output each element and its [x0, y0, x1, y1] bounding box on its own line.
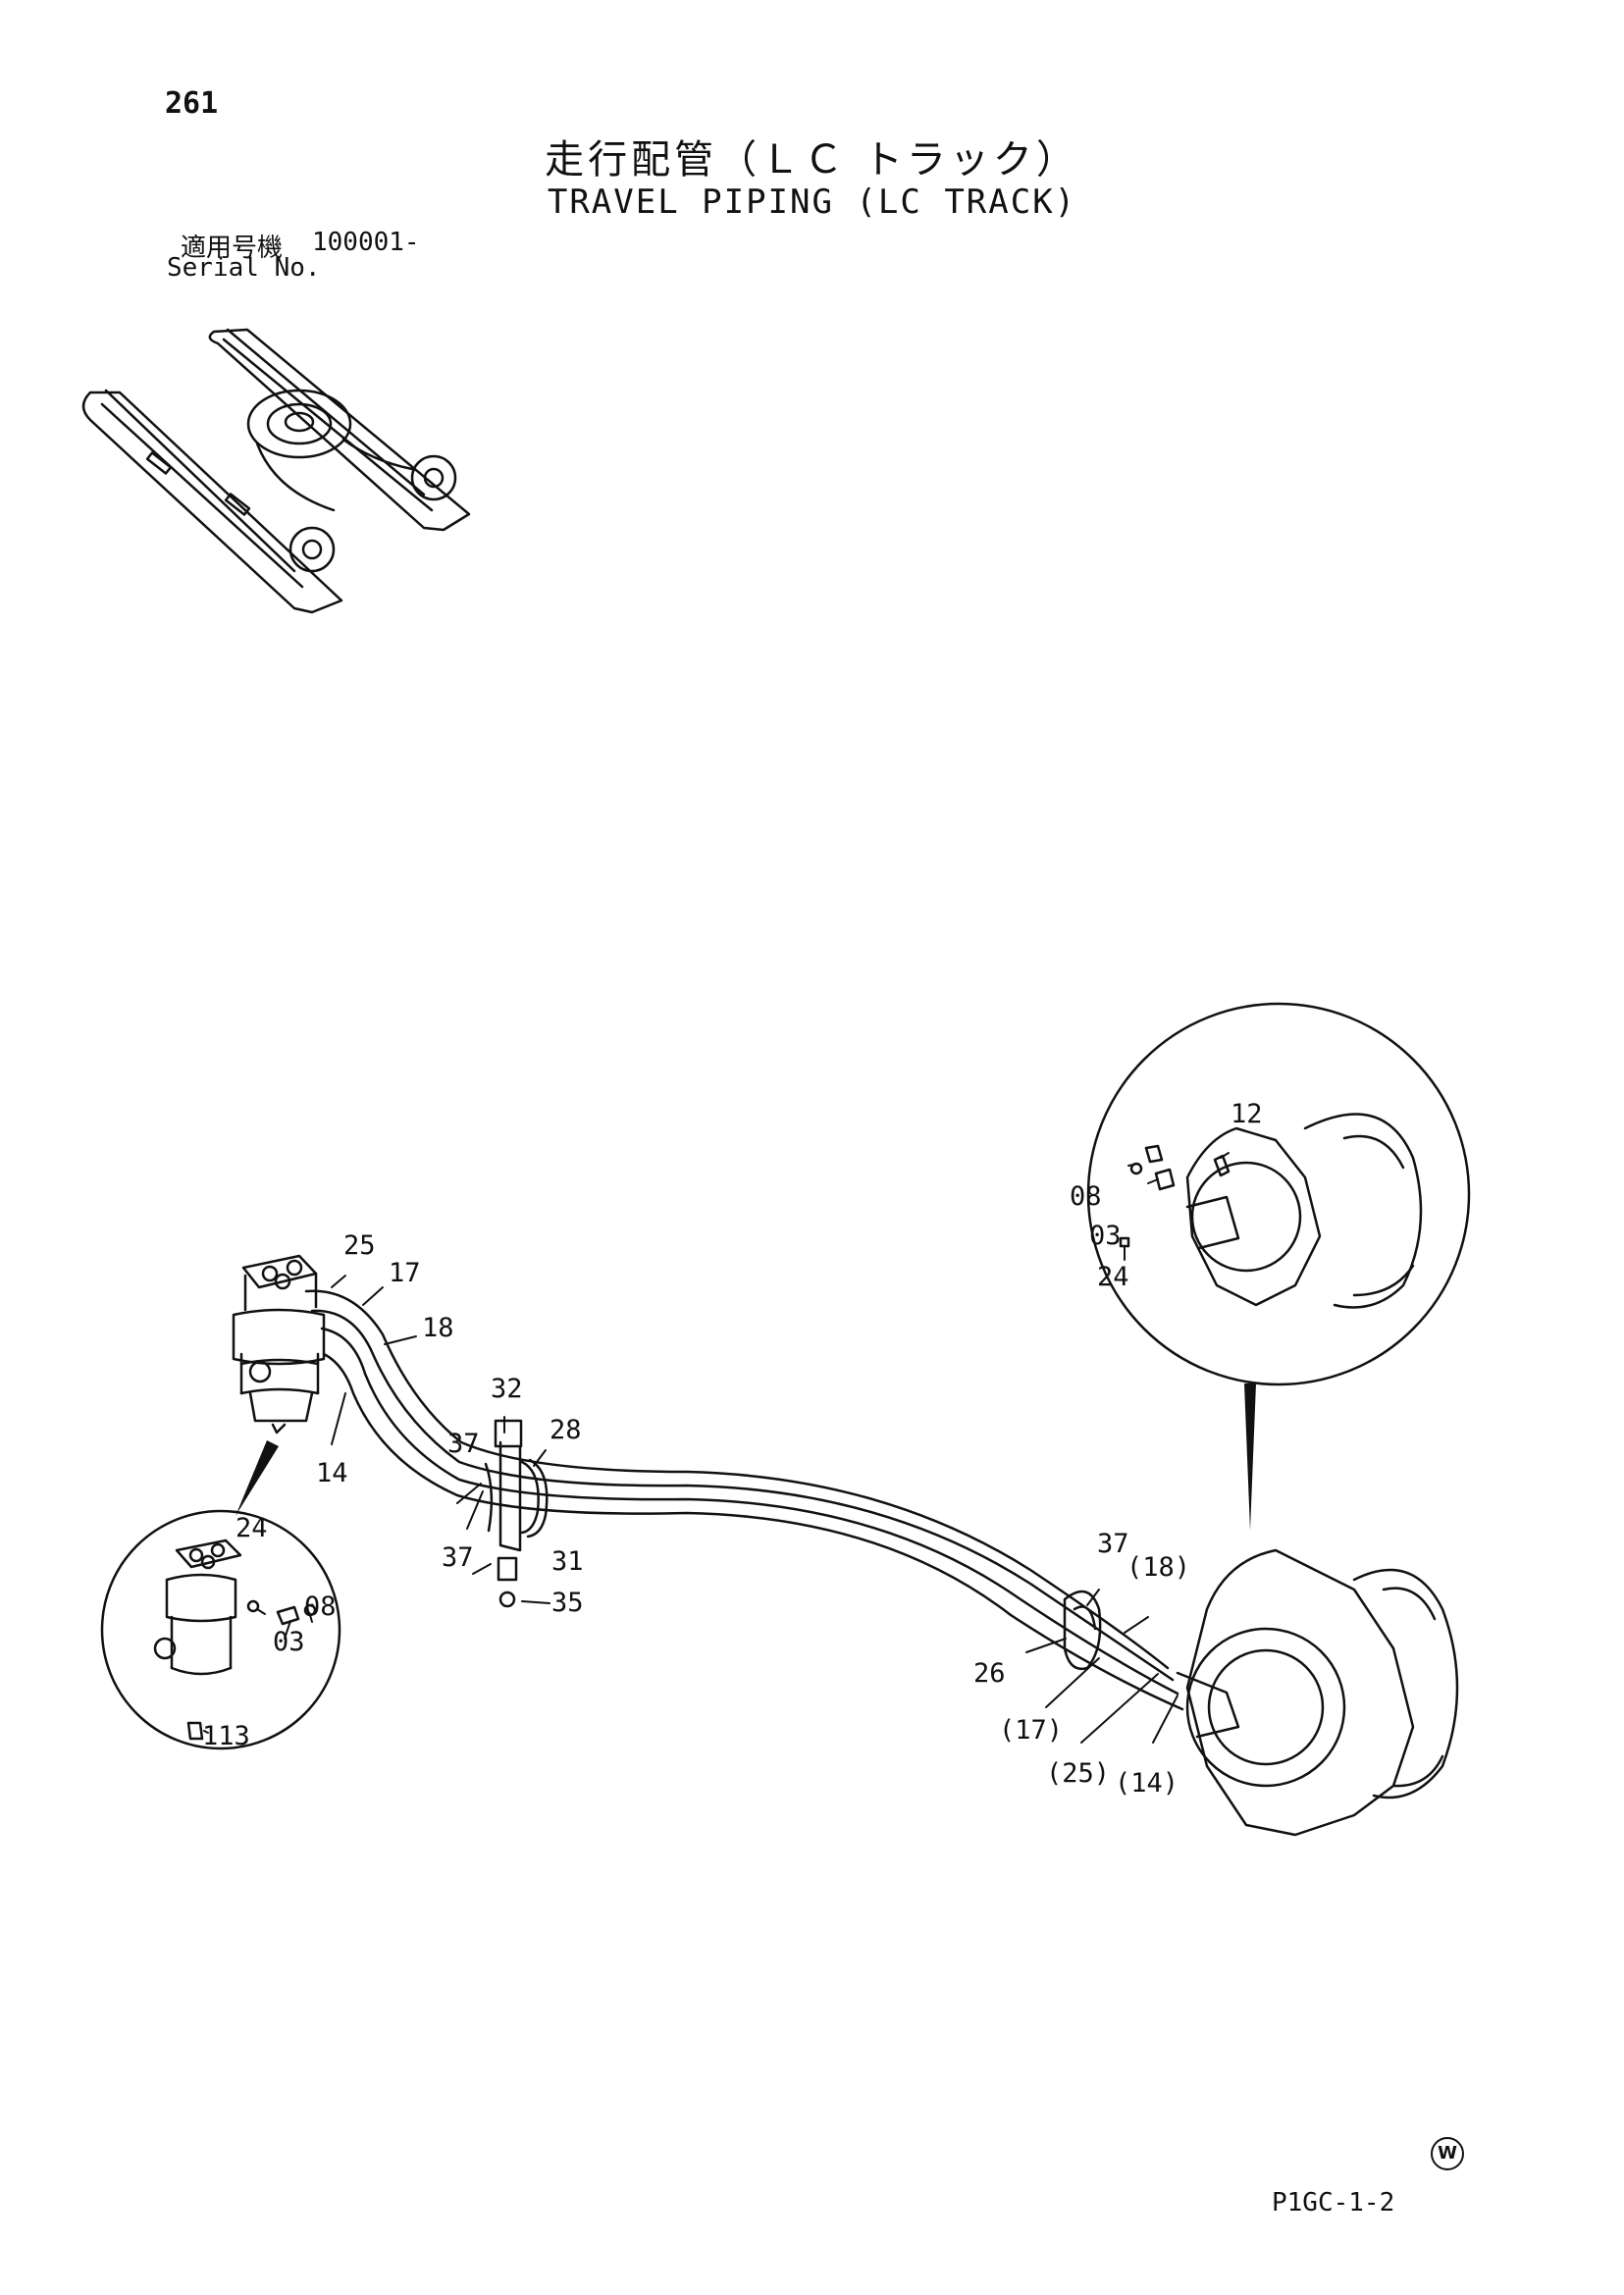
callout-28: 28 — [550, 1415, 582, 1445]
callout-03-detail-left: 03 — [273, 1627, 305, 1657]
callout-37-lower: 37 — [442, 1542, 474, 1573]
callout-31: 31 — [551, 1546, 584, 1577]
callout-17: 17 — [389, 1258, 421, 1288]
serial-number-value: 100001- — [312, 228, 420, 257]
pointer-to-travel-motor-detail — [1244, 1383, 1256, 1531]
callout-17-reference: (17) — [999, 1715, 1063, 1746]
callout-12: 12 — [1231, 1099, 1263, 1129]
callout-37-upper: 37 — [447, 1429, 480, 1459]
callout-25: 25 — [343, 1230, 376, 1261]
callout-37-right: 37 — [1097, 1529, 1129, 1559]
undercarriage-overview-illustration — [81, 328, 471, 614]
title-japanese: 走行配管（ＬＣ トラック） — [545, 137, 1079, 183]
callout-32: 32 — [491, 1374, 523, 1404]
callout-24-detail-right: 24 — [1097, 1262, 1129, 1292]
callout-18-reference: (18) — [1126, 1552, 1190, 1583]
callout-24-detail-left: 24 — [236, 1513, 268, 1543]
travel-motor-detail-circle — [1086, 1002, 1471, 1386]
right-hose-clamp — [1063, 1590, 1102, 1671]
callout-14-reference: (14) — [1115, 1768, 1179, 1799]
page-number: 261 — [165, 86, 219, 121]
travel-motor-illustration — [1176, 1548, 1459, 1837]
detail-pointers — [236, 1383, 1256, 1531]
document-code: P1GC-1-2 — [1272, 2188, 1395, 2217]
center-joint-detail-circle — [100, 1509, 341, 1750]
callout-03-detail-right: 03 — [1089, 1221, 1122, 1251]
pointer-to-center-joint-detail — [236, 1440, 279, 1516]
hose-clamp-and-plate — [484, 1419, 549, 1608]
callout-113: 113 — [202, 1721, 250, 1751]
w-circle-mark: W — [1431, 2137, 1464, 2170]
callout-08-detail-left: 08 — [304, 1591, 337, 1622]
callout-18: 18 — [422, 1313, 454, 1343]
callout-26: 26 — [973, 1658, 1006, 1689]
travel-hoses — [304, 1289, 1184, 1711]
serial-label-english: Serial No. — [167, 253, 321, 283]
callout-14: 14 — [316, 1458, 348, 1488]
callout-08-detail-right: 08 — [1070, 1181, 1102, 1212]
callout-25-reference: (25) — [1046, 1758, 1110, 1789]
center-joint-illustration — [232, 1254, 326, 1434]
title-english: TRAVEL PIPING (LC TRACK) — [547, 183, 1077, 222]
callout-leader-lines — [203, 1152, 1230, 1744]
callout-35: 35 — [551, 1588, 584, 1618]
serial-label-japanese: 適用号機 — [181, 234, 284, 263]
